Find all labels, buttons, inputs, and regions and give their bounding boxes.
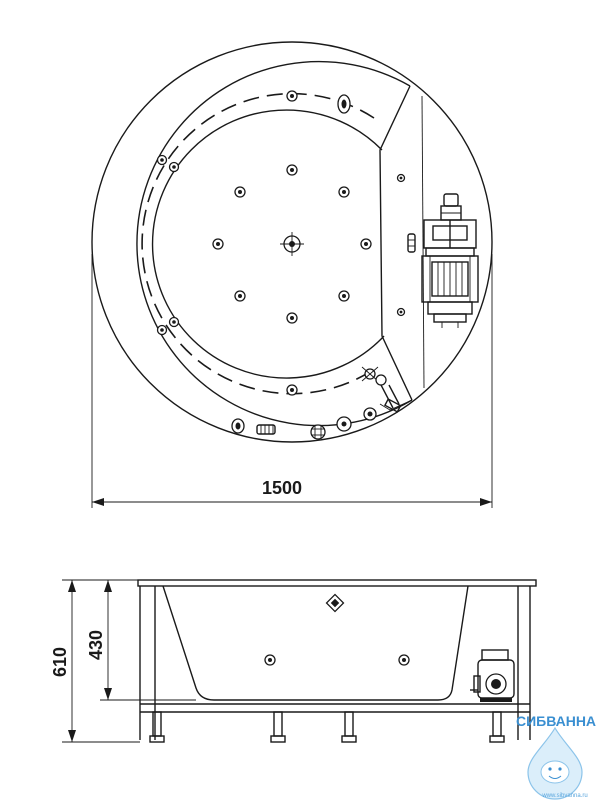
jet: [156, 154, 168, 166]
bowl-profile: [162, 585, 469, 701]
pump-panel: [379, 85, 413, 401]
jet: [396, 173, 406, 183]
jet: [398, 654, 410, 666]
mesh-filter-icon: [310, 424, 326, 440]
rim-jets: [156, 90, 416, 396]
overflow-icon: [325, 593, 345, 613]
jet: [360, 238, 372, 250]
jet: [264, 654, 276, 666]
pump-panel-inner: [421, 95, 425, 389]
jet: [234, 290, 246, 302]
total-height-label: 610: [50, 647, 70, 677]
jet: [286, 90, 298, 102]
bowl-edge: [151, 109, 385, 379]
lever-icon: [363, 407, 377, 421]
drain-icon: [280, 232, 304, 256]
jet: [168, 161, 180, 173]
jet: [286, 312, 298, 324]
face-icon: [540, 760, 570, 784]
outer-rim: [91, 41, 493, 443]
jet: [286, 164, 298, 176]
pump-motor-side: [470, 649, 515, 702]
brand-logo: СИБВАННА www.sibvanna.ru: [516, 713, 596, 800]
jet: [212, 238, 224, 250]
faucet-icon: [361, 366, 402, 413]
side-rim: [137, 579, 537, 587]
overflow-icon: [337, 94, 351, 114]
knob-icon: [231, 418, 245, 434]
logo-name: СИБВАННА: [516, 713, 596, 729]
jet: [156, 324, 168, 336]
jet: [234, 186, 246, 198]
jet-ring-dashed: [141, 92, 377, 395]
logo-url: www.sibvanna.ru: [541, 793, 587, 799]
jet: [286, 384, 298, 396]
width-label: 1500: [262, 478, 302, 498]
valve-icon: [336, 416, 352, 432]
panel-wall: [379, 399, 413, 411]
height-dimensions: 610 430: [50, 579, 196, 743]
deck-edge: [136, 60, 413, 427]
grill-icon: [256, 424, 276, 435]
jet: [338, 186, 350, 198]
jet: [396, 307, 406, 317]
top-view: 1500: [91, 41, 493, 508]
width-dimension: 1500: [91, 254, 493, 508]
control-cluster: [231, 366, 402, 440]
bowl-jets: [212, 164, 372, 324]
side-view: 610 430: [50, 579, 537, 743]
jet: [168, 316, 180, 328]
bowl-height-label: 430: [86, 630, 106, 660]
control-switch-icon: [407, 233, 416, 253]
jet: [338, 290, 350, 302]
pump-motor: [421, 193, 479, 328]
